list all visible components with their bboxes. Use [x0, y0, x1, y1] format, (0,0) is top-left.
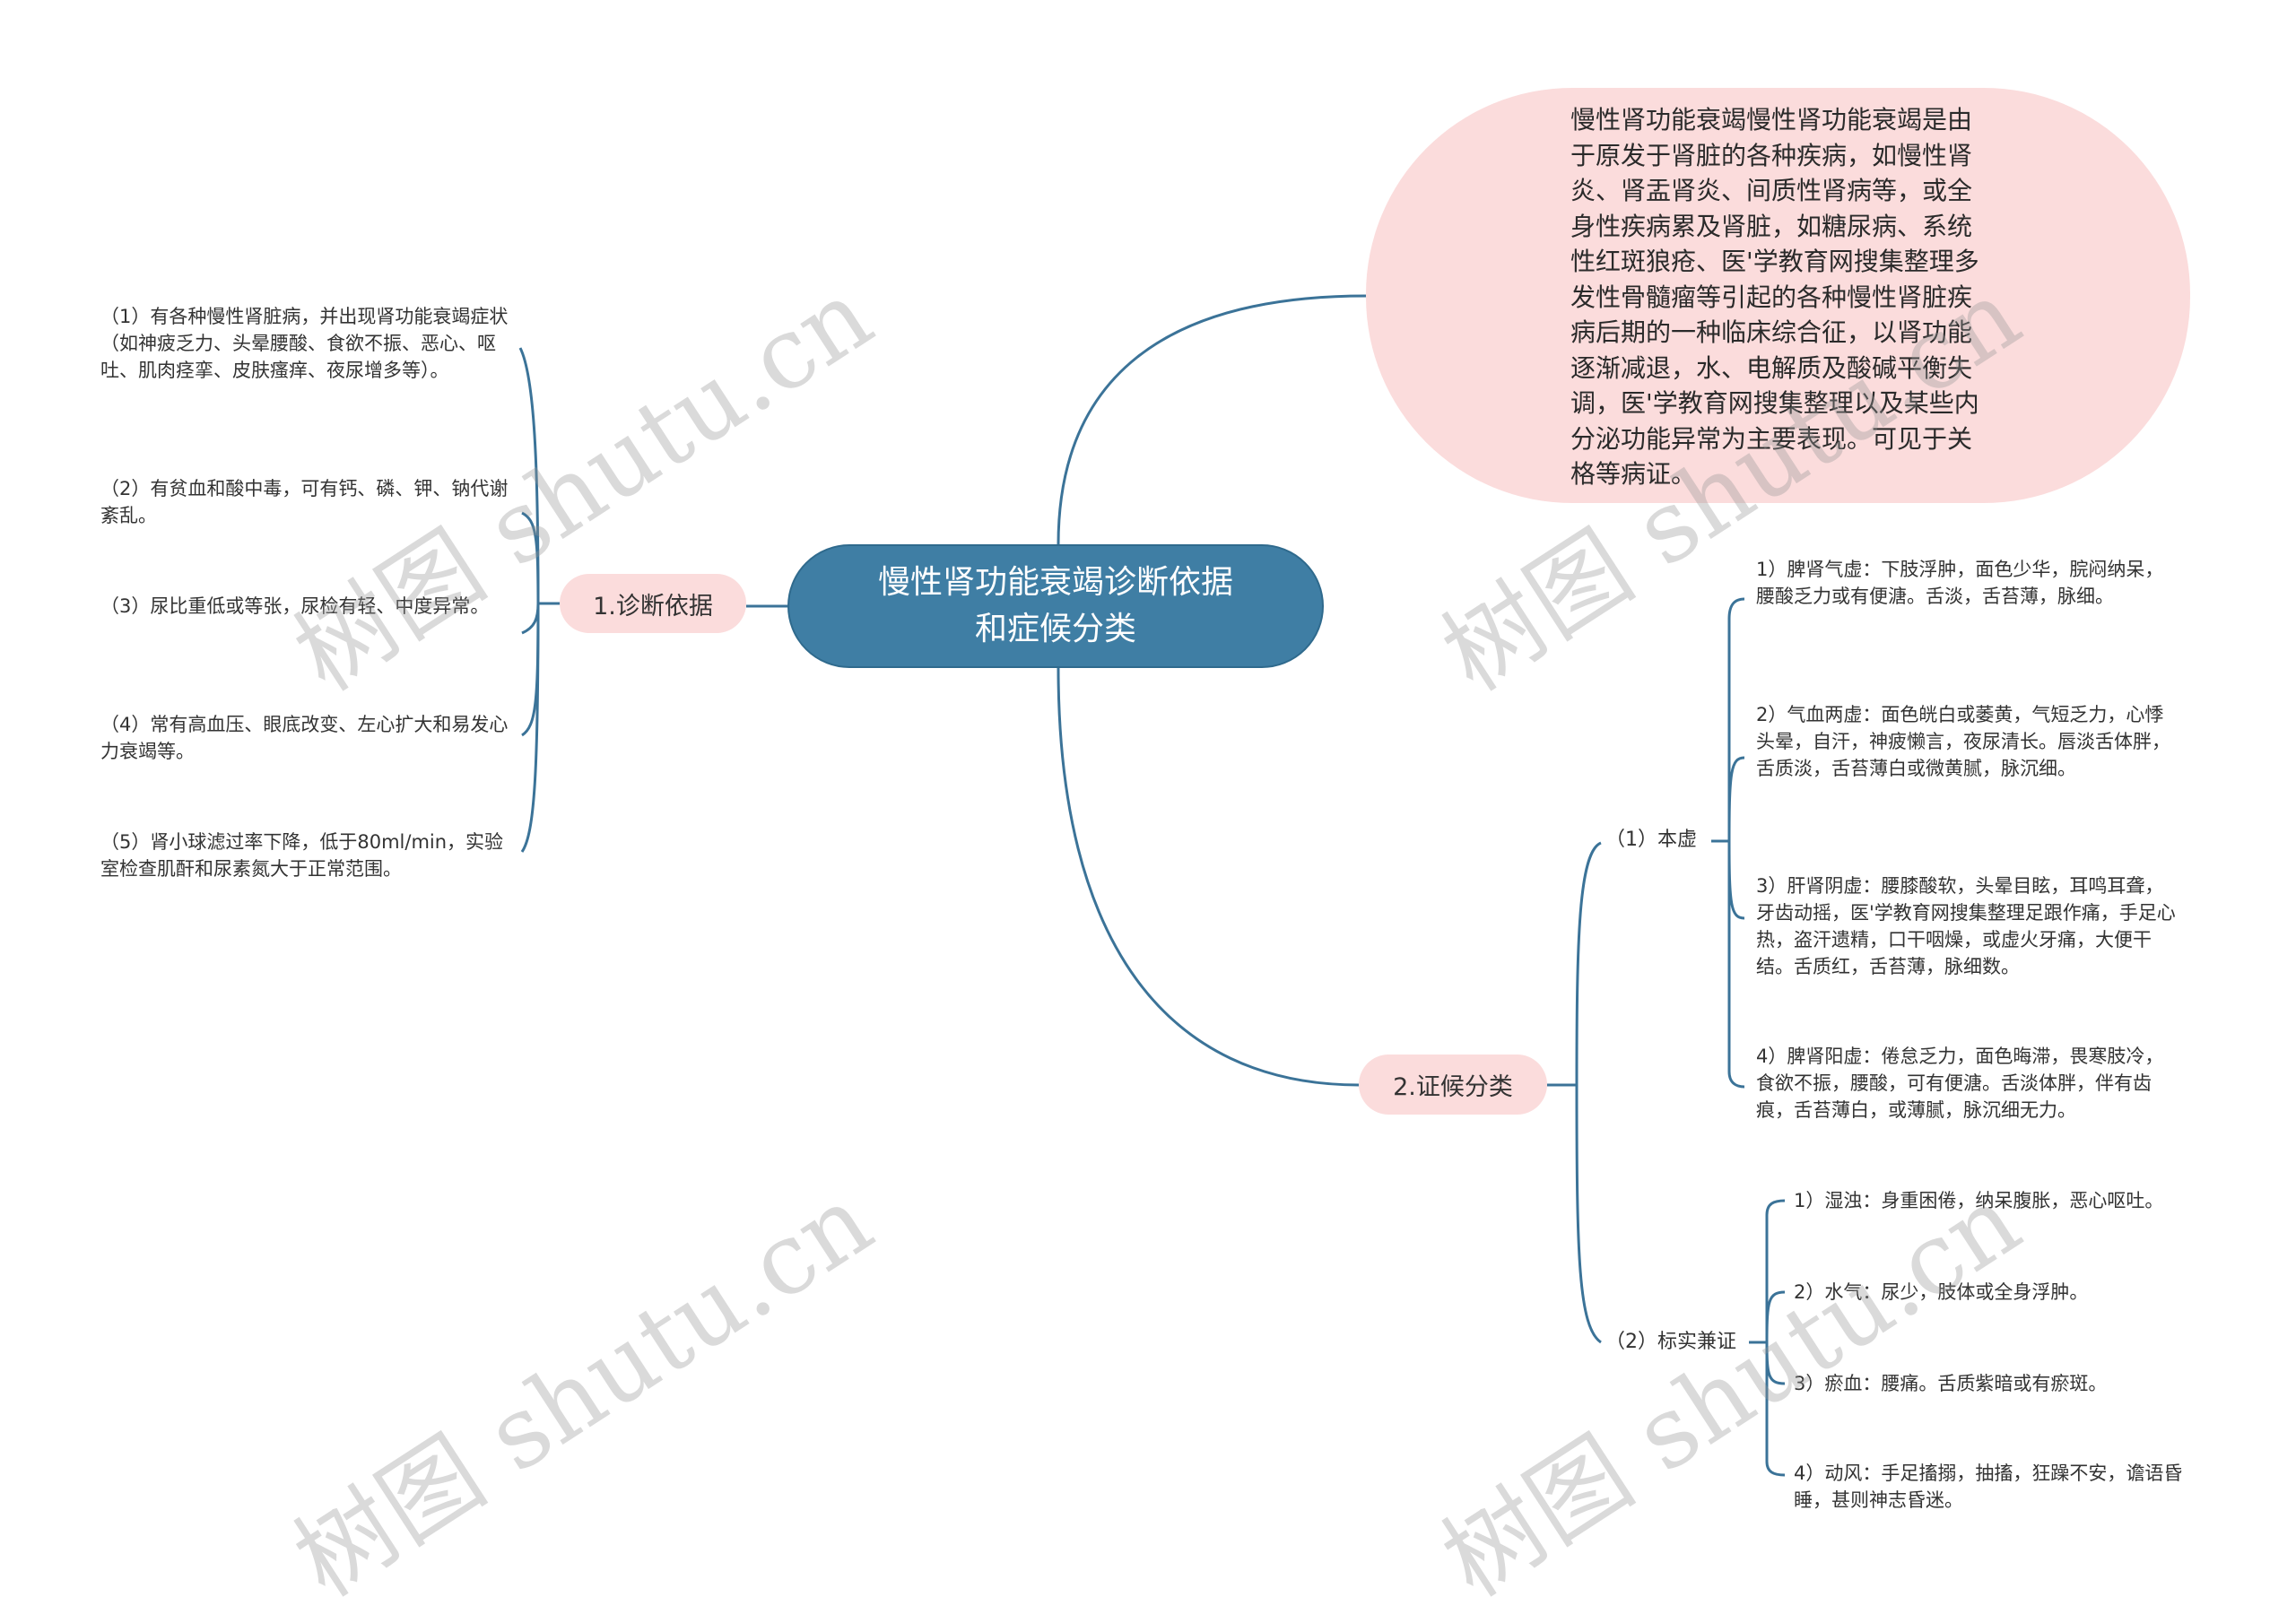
- item-text: 1）脾肾气虚：下肢浮肿，面色少华，脘闷纳呆，腰酸乏力或有便溏。舌淡，舌苔薄，脉细…: [1756, 559, 2164, 607]
- diagnosis-item-3[interactable]: （3）尿比重低或等张，尿检有轻、中度异常。: [100, 593, 515, 620]
- item-text: 3）肝肾阴虚：腰膝酸软，头晕目眩，耳鸣耳聋，牙齿动摇，医'学教育网搜集整理足跟作…: [1756, 875, 2176, 977]
- diagnosis-item-1[interactable]: （1）有各种慢性肾脏病，并出现肾功能衰竭症状（如神疲乏力、头晕腰酸、食欲不振、恶…: [100, 303, 515, 384]
- summary-text: 慢性肾功能衰竭慢性肾功能衰竭是由于原发于肾脏的各种疾病，如慢性肾炎、肾盂肾炎、间…: [1570, 105, 1979, 489]
- diagnosis-item-4[interactable]: （4）常有高血压、眼底改变、左心扩大和易发心力衰竭等。: [100, 711, 515, 765]
- item-text: （4）常有高血压、眼底改变、左心扩大和易发心力衰竭等。: [100, 714, 509, 762]
- diagnosis-item-2[interactable]: （2）有贫血和酸中毒，可有钙、磷、钾、钠代谢紊乱。: [100, 475, 515, 529]
- group-label-deficiency[interactable]: （1）本虚: [1605, 827, 1697, 854]
- excess-item-1[interactable]: 1）湿浊：身重困倦，纳呆腹胀，恶心呕吐。: [1794, 1187, 2215, 1214]
- summary-bubble[interactable]: 慢性肾功能衰竭慢性肾功能衰竭是由于原发于肾脏的各种疾病，如慢性肾炎、肾盂肾炎、间…: [1366, 88, 2190, 503]
- item-text: 3）瘀血：腰痛。舌质紫暗或有瘀斑。: [1794, 1373, 2108, 1394]
- deficiency-item-4[interactable]: 4）脾肾阳虚：倦怠乏力，面色晦滞，畏寒肢冷，食欲不振，腰酸，可有便溏。舌淡体胖，…: [1756, 1043, 2178, 1124]
- root-title-line2: 和症候分类: [974, 611, 1136, 647]
- item-text: 4）动风：手足搐搦，抽搐，狂躁不安，谵语昏睡，甚则神志昏迷。: [1794, 1462, 2183, 1511]
- item-text: （1）有各种慢性肾脏病，并出现肾功能衰竭症状（如神疲乏力、头晕腰酸、食欲不振、恶…: [100, 306, 509, 381]
- excess-item-2[interactable]: 2）水气：尿少，肢体或全身浮肿。: [1794, 1279, 2215, 1306]
- group-label-excess[interactable]: （2）标实兼证: [1605, 1329, 1736, 1356]
- root-title-line1: 慢性肾功能衰竭诊断依据: [877, 564, 1233, 601]
- branch-label: 1.诊断依据: [593, 592, 713, 621]
- item-text: （5）肾小球滤过率下降，低于80ml/min，实验室检查肌酐和尿素氮大于正常范围…: [100, 831, 504, 880]
- branch-label: 2.证候分类: [1393, 1073, 1513, 1101]
- group-text: （2）标实兼证: [1605, 1331, 1736, 1353]
- item-text: 1）湿浊：身重困倦，纳呆腹胀，恶心呕吐。: [1794, 1190, 2164, 1211]
- item-text: （3）尿比重低或等张，尿检有轻、中度异常。: [100, 595, 490, 617]
- deficiency-item-1[interactable]: 1）脾肾气虚：下肢浮肿，面色少华，脘闷纳呆，腰酸乏力或有便溏。舌淡，舌苔薄，脉细…: [1756, 556, 2178, 610]
- root-node[interactable]: 慢性肾功能衰竭诊断依据 和症候分类: [787, 544, 1324, 668]
- deficiency-item-2[interactable]: 2）气血两虚：面色㿠白或萎黄，气短乏力，心悸头晕，自汗，神疲懒言，夜尿清长。唇淡…: [1756, 701, 2178, 782]
- watermark: 树图 shutu.cn: [275, 1162, 891, 1619]
- group-text: （1）本虚: [1605, 829, 1697, 851]
- item-text: （2）有贫血和酸中毒，可有钙、磷、钾、钠代谢紊乱。: [100, 478, 509, 526]
- branch-node-diagnosis[interactable]: 1.诊断依据: [560, 574, 746, 633]
- item-text: 2）气血两虚：面色㿠白或萎黄，气短乏力，心悸头晕，自汗，神疲懒言，夜尿清长。唇淡…: [1756, 704, 2170, 779]
- deficiency-item-3[interactable]: 3）肝肾阴虚：腰膝酸软，头晕目眩，耳鸣耳聋，牙齿动摇，医'学教育网搜集整理足跟作…: [1756, 872, 2178, 980]
- excess-item-3[interactable]: 3）瘀血：腰痛。舌质紫暗或有瘀斑。: [1794, 1370, 2215, 1397]
- item-text: 2）水气：尿少，肢体或全身浮肿。: [1794, 1281, 2089, 1303]
- excess-item-4[interactable]: 4）动风：手足搐搦，抽搐，狂躁不安，谵语昏睡，甚则神志昏迷。: [1794, 1460, 2215, 1514]
- item-text: 4）脾肾阳虚：倦怠乏力，面色晦滞，畏寒肢冷，食欲不振，腰酸，可有便溏。舌淡体胖，…: [1756, 1046, 2164, 1121]
- branch-node-syndrome[interactable]: 2.证候分类: [1359, 1055, 1547, 1115]
- diagnosis-item-5[interactable]: （5）肾小球滤过率下降，低于80ml/min，实验室检查肌酐和尿素氮大于正常范围…: [100, 829, 515, 882]
